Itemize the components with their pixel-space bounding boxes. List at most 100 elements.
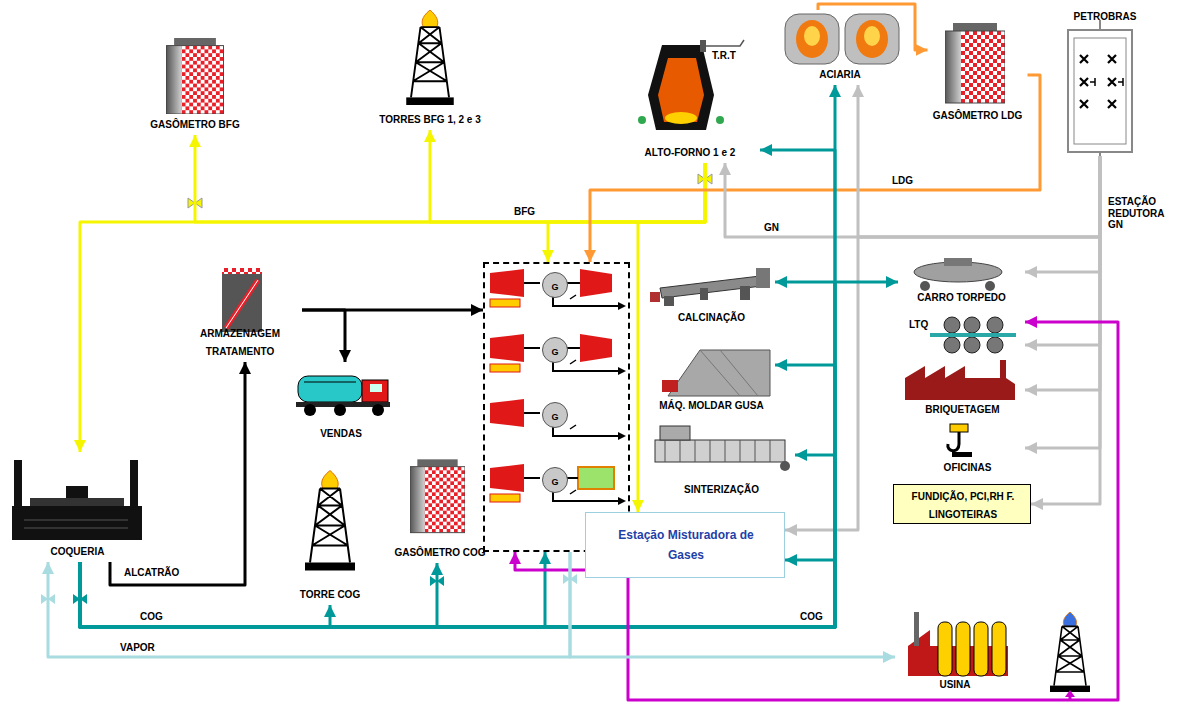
generator-circle: G [542, 467, 568, 493]
text-holder: Estação Misturadora de Gases [616, 525, 756, 566]
pipe-label: VAPOR [118, 642, 157, 654]
power-station: USINA [895, 608, 1015, 695]
gas-pipe [80, 455, 835, 627]
pipe-label: COG [798, 611, 825, 623]
node-label: ARMAZENAGEM TRATAMENTO [200, 328, 280, 357]
text-holder: G [543, 471, 567, 489]
blast-furnace-icon [638, 40, 744, 130]
generator-circle: G [542, 402, 568, 428]
text-holder: GASÔMETRO COG [385, 542, 495, 560]
text-holder: CARRO TORPEDO [898, 287, 1025, 305]
rolling-mill: LTQ [905, 312, 1025, 357]
text-holder: OFICINAS [910, 457, 1025, 475]
mixing-station: Estação Misturadora de Gases [585, 512, 785, 578]
gas-pipe [590, 75, 1040, 262]
gas-holder: GASÔMETRO COG [385, 453, 495, 563]
node-label: ACIARIA [819, 69, 861, 80]
casting-machine-icon [662, 350, 770, 396]
node-label: G [551, 347, 558, 357]
torpedo-car-icon [914, 258, 1002, 291]
gas-pipe [80, 562, 330, 627]
gas-pipe [80, 85, 835, 627]
gas-pipe [785, 156, 1100, 530]
node-label: TORRES BFG 1, 2 e 3 [379, 114, 481, 125]
gas-pipe [818, 4, 928, 50]
sinter-plant: SINTERIZAÇÃO [648, 420, 795, 500]
gas-pipe [1025, 156, 1100, 272]
blast-furnace: ALTO-FORNO 1 e 2 [620, 35, 760, 163]
workshop-icon [948, 424, 972, 457]
pipe-label: ALCATRÃO [122, 567, 181, 579]
generator-circle: G [542, 272, 568, 298]
node-label: G [551, 412, 558, 422]
gas-pipe [80, 282, 898, 627]
text-holder: FUNDIÇÃO, PCI,RH F. LINGOTEIRAS [907, 486, 1019, 522]
gas-pipe [638, 163, 705, 512]
node-label: SINTERIZAÇÃO [684, 484, 759, 495]
rolling-mill-icon [930, 317, 1016, 353]
pig-casting-machine: MÁQ. MOLDAR GUSA [648, 338, 775, 416]
gas-pipe [1031, 156, 1100, 504]
reducing-station-icon [1068, 20, 1132, 156]
text-holder: COQUERIA [5, 541, 150, 559]
text-holder: LTQ [909, 314, 928, 332]
power-station-icon [908, 612, 1008, 676]
gas-pipe [80, 552, 545, 627]
gas-pipe [548, 163, 705, 262]
node-label: Estação Misturadora de Gases [618, 528, 753, 562]
pipe-label: COG [138, 611, 165, 623]
flare-tower: TORRE COG [285, 455, 375, 605]
text-holder: TORRES BFG 1, 2 e 3 [360, 109, 500, 127]
node-label: G [551, 477, 558, 487]
node-label: TORRE COG [300, 589, 360, 600]
node-label: GASÔMETRO BFG [150, 119, 239, 130]
flare-icon [305, 10, 1090, 692]
coke-oven-icon [12, 460, 142, 540]
gas-pipe [80, 150, 835, 627]
tanker-truck: VENDAS [285, 362, 397, 444]
kiln-icon [650, 268, 770, 306]
torpedo-car: CARRO TORPEDO [898, 256, 1025, 308]
text-holder: BRIQUETAGEM [900, 399, 1025, 417]
text-holder: ACIARIA [775, 64, 905, 82]
node-label: GASÔMETRO LDG [933, 110, 1022, 121]
gas-pipe [1025, 156, 1100, 345]
converter-icon [785, 14, 899, 64]
text-holder: MÁQ. MOLDAR GUSA [648, 395, 775, 413]
node-label: USINA [939, 679, 970, 690]
text-holder: VENDAS [285, 423, 397, 441]
power-plant-drawing [490, 269, 626, 505]
calcination-kiln: CALCINAÇÃO [648, 262, 775, 328]
gas-pipe [80, 365, 835, 627]
text-holder: G [543, 341, 567, 359]
tar-tank-icon [222, 268, 262, 332]
text-holder: CALCINAÇÃO [648, 307, 775, 325]
sinter-machine-icon [655, 426, 790, 471]
text-holder: G [543, 406, 567, 424]
gas-pipe [515, 552, 585, 570]
gas-pipe [110, 362, 245, 585]
generator-circle: G [542, 337, 568, 363]
gas-holder-icon [167, 23, 1006, 533]
gas-pipe [80, 163, 705, 452]
text-holder: ARMAZENAGEM TRATAMENTO [185, 323, 295, 359]
briquetting-icon [905, 360, 1015, 400]
reducing-station: PETROBRAS [1055, 4, 1155, 156]
workshop: OFICINAS [910, 420, 1025, 478]
flare-tower: TORRES BFG 1, 2 e 3 [360, 8, 500, 130]
text-holder: TORRE COG [285, 584, 375, 602]
free-label: ESTAÇÃO REDUTORA GN [1108, 196, 1176, 231]
gas-pipe [1025, 156, 1100, 390]
node-label: CARRO TORPEDO [917, 292, 1006, 303]
briquetting-plant: BRIQUETAGEM [900, 362, 1025, 420]
pipe-label: LDG [890, 175, 915, 187]
text-holder: ALTO-FORNO 1 e 2 [620, 142, 760, 160]
node-label: COQUERIA [51, 546, 105, 557]
node-label: MÁQ. MOLDAR GUSA [659, 400, 763, 411]
text-holder: GASÔMETRO LDG [928, 105, 1028, 123]
tanker-truck-icon [296, 376, 390, 416]
power-plant: G G G G [483, 262, 630, 552]
